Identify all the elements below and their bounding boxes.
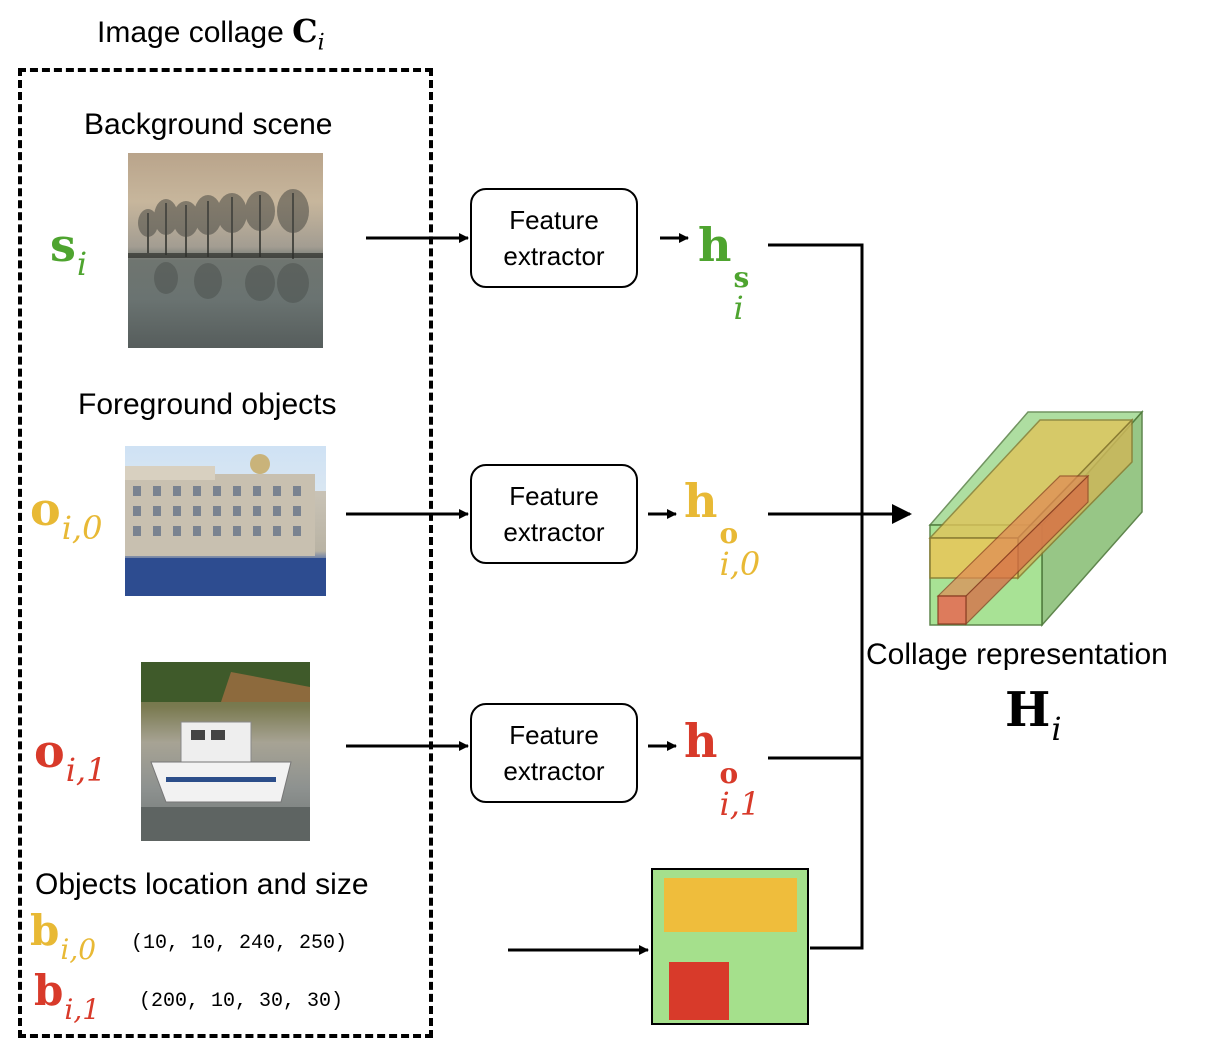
feature-extractor-line2: extractor <box>503 241 605 271</box>
background-scene-label: Background scene <box>84 108 333 141</box>
feature-extractor-line1: Feature <box>509 205 599 235</box>
foreground-objects-label: Foreground objects <box>78 388 337 421</box>
feature-extractor-box: Feature extractor <box>470 188 638 288</box>
object-1-image <box>141 662 310 841</box>
object-1-var: oi,1 <box>34 724 107 789</box>
object-0-image <box>125 446 326 596</box>
layout-map <box>651 868 809 1025</box>
background-scene-image <box>128 153 323 348</box>
collage-symbol: Ci <box>292 12 325 56</box>
collage-title: Image collage Ci <box>97 12 325 55</box>
feature-extractor-line2: extractor <box>503 756 605 786</box>
image-collage-box <box>18 68 433 1038</box>
trees-illustration <box>128 189 323 303</box>
background-var: si <box>50 218 88 283</box>
feature-extractor-box: Feature extractor <box>470 703 638 803</box>
object-0-var: oi,0 <box>30 482 103 547</box>
collage-representation-var: Hi <box>1005 682 1062 748</box>
collage-title-text: Image collage <box>97 16 284 49</box>
box-1-coords: (200, 10, 30, 30) <box>139 990 344 1013</box>
box-0-coords: (10, 10, 240, 250) <box>131 932 348 955</box>
feature-extractor-line1: Feature <box>509 481 599 511</box>
feature-extractor-line2: extractor <box>503 517 605 547</box>
layout-box-1 <box>669 962 729 1020</box>
layout-box-0 <box>664 878 797 932</box>
boxes-label: Objects location and size <box>35 868 369 901</box>
feature-extractor-box: Feature extractor <box>470 464 638 564</box>
boat-illustration <box>141 662 310 841</box>
collage-representation-label: Collage representation <box>866 638 1168 671</box>
building-illustration <box>125 454 326 596</box>
box-1-var: bi,1 <box>34 966 101 1026</box>
merge-line <box>768 243 864 950</box>
box-0-var: bi,0 <box>30 906 97 966</box>
feature-extractor-line1: Feature <box>509 720 599 750</box>
